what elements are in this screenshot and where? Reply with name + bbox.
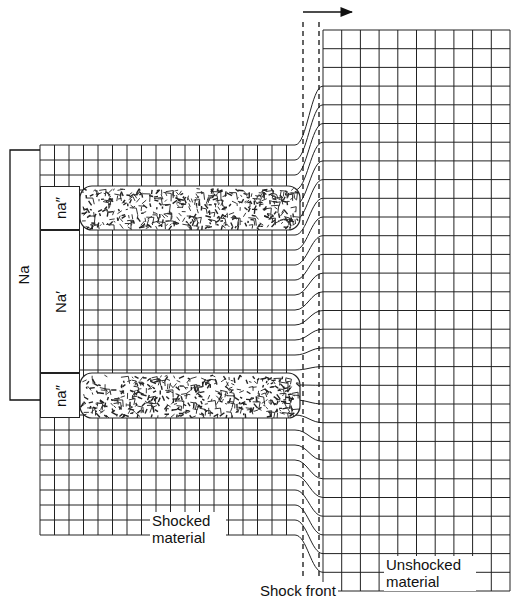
grid-line bbox=[40, 460, 323, 479]
dimension-label: Na bbox=[15, 263, 32, 286]
grid-line bbox=[40, 105, 323, 160]
crushed-band bbox=[80, 373, 300, 418]
shock-front-line bbox=[302, 22, 303, 578]
grid-line bbox=[416, 30, 417, 591]
grid-line bbox=[510, 30, 511, 591]
crushed-bands bbox=[79, 186, 301, 421]
grid-line bbox=[40, 273, 323, 295]
grid-line bbox=[40, 124, 323, 176]
grid-line bbox=[491, 30, 492, 591]
grid-line bbox=[379, 30, 380, 591]
grid-line bbox=[472, 30, 473, 591]
region-label: Shock front bbox=[258, 582, 338, 599]
zone-label: Na′ bbox=[52, 291, 69, 313]
grid-line bbox=[40, 329, 323, 340]
region-label: Unshocked material bbox=[384, 556, 476, 591]
grid-line bbox=[435, 30, 436, 591]
grid-line bbox=[40, 254, 323, 280]
direction-arrow bbox=[303, 11, 352, 13]
grid-line bbox=[40, 142, 323, 190]
region-label: Shocked material bbox=[150, 512, 226, 547]
bracket bbox=[10, 150, 40, 400]
grid-line bbox=[341, 30, 342, 591]
grid-line bbox=[40, 311, 323, 326]
grid-line bbox=[40, 236, 323, 265]
grid-line bbox=[40, 475, 323, 498]
grid-line bbox=[40, 367, 323, 370]
grid-line bbox=[397, 30, 398, 591]
grid-line bbox=[40, 445, 323, 460]
grid-line bbox=[40, 430, 323, 441]
zone-box: Na′ bbox=[40, 230, 80, 373]
band-label-box: na″ bbox=[40, 373, 80, 418]
crush-texture bbox=[80, 188, 300, 230]
zone-label: na″ bbox=[52, 197, 69, 219]
grid-line bbox=[40, 292, 323, 310]
zone-label: na″ bbox=[52, 385, 69, 407]
grid-line bbox=[453, 30, 454, 591]
grid-line bbox=[40, 86, 323, 145]
grid-line bbox=[40, 348, 323, 355]
grid-line bbox=[360, 30, 361, 591]
crush-texture bbox=[80, 375, 300, 418]
shock-front-line bbox=[318, 22, 319, 578]
material-grid bbox=[40, 30, 510, 591]
band-label-box: na″ bbox=[40, 186, 80, 230]
grid-line bbox=[257, 145, 258, 535]
crushed-band bbox=[80, 186, 300, 230]
